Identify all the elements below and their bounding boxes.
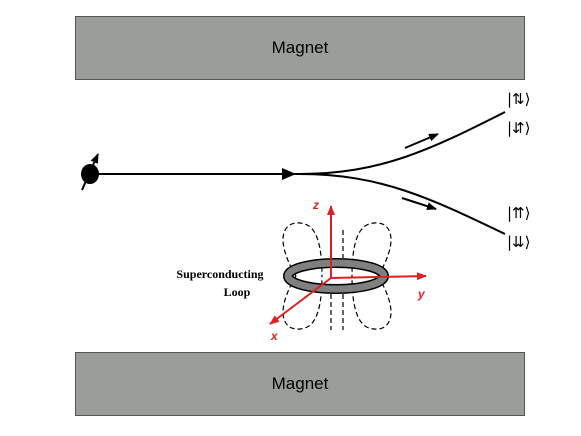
- loop-label-line1: Superconducting: [176, 267, 263, 281]
- superconducting-loop-icon: [283, 258, 389, 294]
- loop-label-line2: Loop: [224, 285, 251, 299]
- y-axis-label: y: [417, 287, 426, 301]
- particle-icon: [81, 153, 99, 191]
- state-ket-2: |⇵⟩: [507, 119, 530, 137]
- beam-upper-path: [299, 111, 506, 175]
- magnet-bottom-label: Magnet: [271, 374, 329, 393]
- x-axis-label: x: [270, 329, 279, 343]
- state-ket-4: |⇊⟩: [507, 233, 530, 251]
- beam-arrowhead-icon: [282, 168, 296, 180]
- x-axis-arrow-icon: [269, 277, 332, 325]
- state-ket-1: |⇅⟩: [507, 90, 530, 108]
- magnet-top-label: Magnet: [271, 38, 329, 57]
- magnet-bottom: Magnet: [75, 352, 525, 416]
- coordinate-axes: [269, 205, 427, 325]
- deflection-up-arrow-icon: [404, 133, 439, 149]
- deflection-down-arrow-icon: [401, 197, 437, 211]
- z-axis-label: z: [312, 198, 319, 212]
- incoming-beam: [98, 168, 300, 180]
- magnet-top: Magnet: [75, 16, 525, 80]
- y-axis-arrow-icon: [330, 272, 427, 281]
- beam-lower-path: [299, 173, 506, 235]
- state-ket-3: |⇈⟩: [507, 204, 530, 222]
